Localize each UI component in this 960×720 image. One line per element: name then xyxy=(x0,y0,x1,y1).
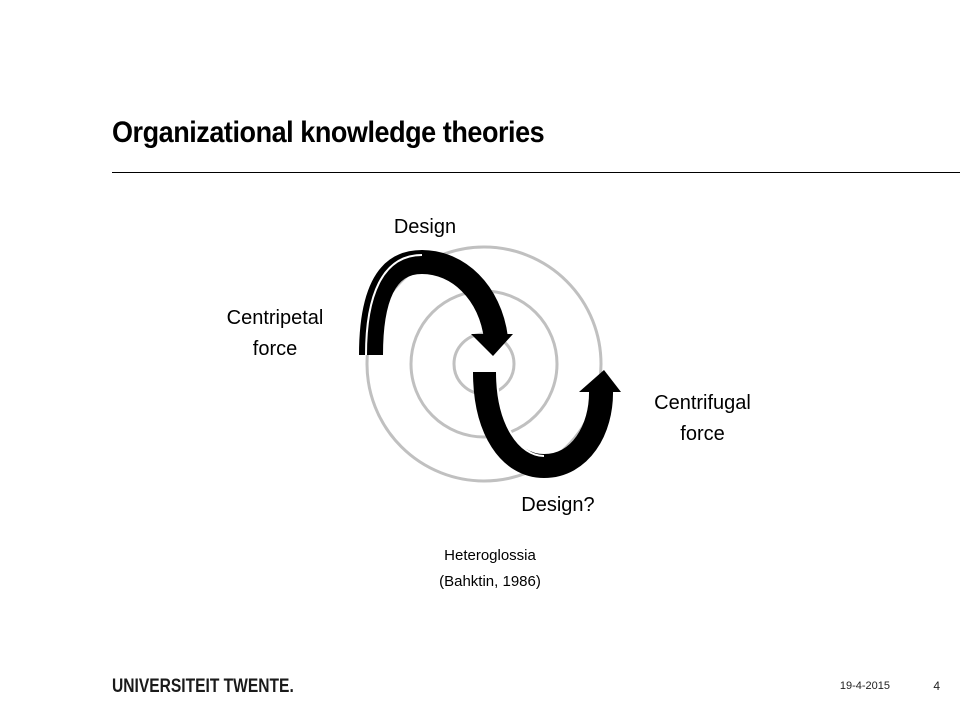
centrifugal-label-line1: Centrifugal xyxy=(654,392,751,414)
university-logo: UNIVERSITEIT TWENTE. xyxy=(112,676,294,697)
citation-line1: Heteroglossia xyxy=(444,547,536,564)
page-number: 4 xyxy=(933,679,940,693)
title-divider xyxy=(112,172,960,173)
citation-line2: (Bahktin, 1986) xyxy=(439,573,541,590)
citation: Heteroglossia (Bahktin, 1986) xyxy=(395,543,585,595)
centripetal-force-label: Centripetal force xyxy=(205,303,345,365)
centripetal-label-line2: force xyxy=(252,338,298,360)
design-label-top: Design xyxy=(393,216,457,238)
centrifugal-force-label: Centrifugal force xyxy=(630,388,775,450)
outer-circle xyxy=(365,245,603,483)
design-label-bottom: Design? xyxy=(521,494,595,516)
centripetal-arrow-icon xyxy=(359,249,513,356)
centrifugal-arrow-icon xyxy=(473,370,621,479)
footer-date: 19-4-2015 xyxy=(839,680,890,692)
centripetal-label-line1: Centripetal xyxy=(226,307,324,329)
centrifugal-label-line2: force xyxy=(680,423,725,445)
page-title: Organizational knowledge theories xyxy=(112,116,545,149)
